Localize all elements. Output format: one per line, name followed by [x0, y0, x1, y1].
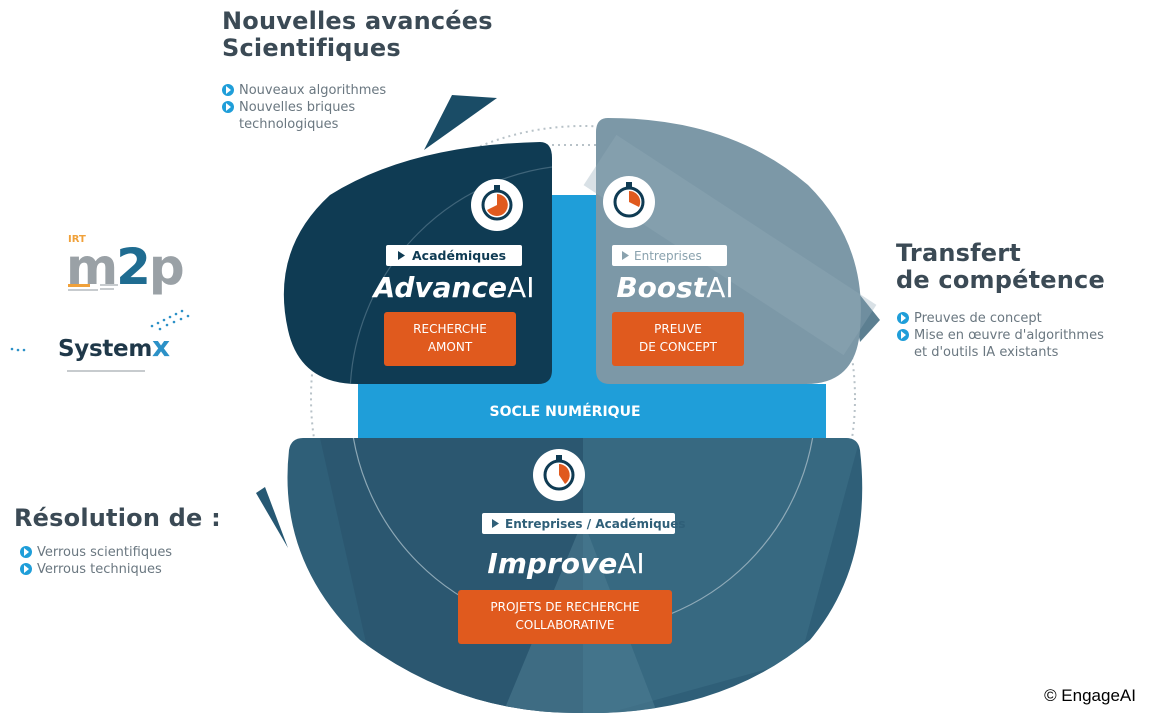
left-heading: Résolution de :: [14, 504, 221, 532]
boost-cta-line1: PREUVE: [654, 322, 702, 336]
boost-tag: [612, 245, 727, 266]
irt-label: IRT: [68, 234, 86, 245]
top-pointer-triangle: [424, 95, 497, 150]
play-icon: [398, 251, 405, 260]
bullet-icon: [222, 101, 234, 113]
list-item: Mise en œuvre d'algorithmes: [897, 327, 1104, 344]
advance-cta-button[interactable]: [384, 312, 516, 366]
improve-block: [287, 438, 863, 714]
boost-cta-line2: DE CONCEPT: [639, 340, 718, 354]
play-icon: [492, 519, 499, 528]
m2p-logo: m2p: [66, 238, 185, 296]
advance-cta-line1: RECHERCHE: [413, 322, 487, 336]
left-bullets: Verrous scientifiques Verrous techniques: [20, 544, 172, 578]
advance-tag-label: Académiques: [412, 248, 506, 263]
improve-title: ImproveAI: [487, 547, 644, 580]
systemx-dots: [10, 309, 190, 352]
advance-title: AdvanceAI: [372, 271, 535, 304]
list-item: et d'outils IA existants: [914, 345, 1059, 360]
right-bullets: Preuves de concept Mise en œuvre d'algor…: [897, 310, 1104, 361]
stopwatch-icon: [471, 179, 523, 231]
top-heading: Nouvelles avancées Scientifiques: [222, 7, 493, 62]
list-item: Nouvelles briques: [222, 99, 386, 116]
left-pointer-triangle: [256, 487, 288, 548]
right-heading: Transfert de compétence: [896, 239, 1105, 294]
improve-cta-line1: PROJETS DE RECHERCHE: [490, 600, 639, 614]
list-item: Verrous scientifiques: [20, 544, 172, 561]
stopwatch-icon: [533, 449, 585, 501]
bullet-icon: [222, 84, 234, 96]
advance-cta-line2: AMONT: [428, 340, 473, 354]
list-item: Preuves de concept: [897, 310, 1104, 327]
top-bullets: Nouveaux algorithmes Nouvelles briques t…: [222, 82, 386, 133]
socle-label: SOCLE NUMÉRIQUE: [489, 403, 640, 420]
improve-tag: [482, 513, 675, 534]
bullet-icon: [897, 329, 909, 341]
bullet-icon: [897, 312, 909, 324]
play-icon: [622, 251, 629, 260]
m2p-logo-mark: [68, 284, 118, 291]
bullet-icon: [20, 563, 32, 575]
list-item: Nouveaux algorithmes: [222, 82, 386, 99]
socle-band: [358, 384, 826, 438]
stopwatch-icon: [603, 176, 655, 228]
systemx-logo: Systemx: [58, 330, 170, 363]
list-item: technologiques: [239, 117, 339, 132]
copyright-notice: © EngageAI: [1044, 686, 1136, 705]
improve-cta-line2: COLLABORATIVE: [516, 618, 615, 632]
systemx-tagline: [67, 370, 145, 372]
bullet-icon: [20, 546, 32, 558]
list-item: Verrous techniques: [20, 561, 172, 578]
improve-tag-label: Entreprises / Académiques: [505, 517, 686, 531]
boost-cta-button[interactable]: [612, 312, 744, 366]
improve-cta-button[interactable]: [458, 590, 672, 644]
advance-tag: [386, 245, 522, 266]
boost-title: BoostAI: [616, 271, 733, 304]
boost-tag-label: Entreprises: [634, 249, 702, 263]
